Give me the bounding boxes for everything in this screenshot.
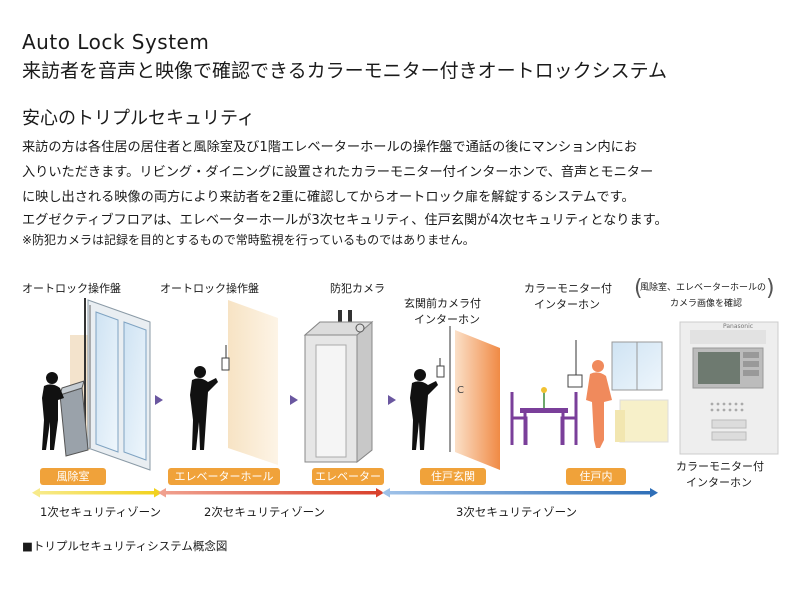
security-zone-1-line [32, 488, 162, 498]
living-room-scene [510, 340, 669, 448]
security-zone-1-label: 1次セキュリティゾーン [40, 505, 162, 519]
visitor-silhouette-3 [410, 369, 438, 450]
camera-note: ※防犯カメラは記録を目的とするもので常時監視を行っているものではありません。 [22, 233, 475, 247]
elevator-scene [303, 310, 374, 464]
flow-arrow-1 [155, 395, 163, 405]
description-line-3: に映し出される映像の両方により来訪者を2重に確認してからオートロック扉を解錠する… [22, 190, 635, 205]
unit-entrance-scene: C [410, 326, 500, 470]
bubble-line-2: カメラ画像を確認 [670, 299, 743, 309]
elevator-hall-scene [190, 300, 278, 465]
security-camera-icon [355, 323, 365, 333]
description-line-2: 入りいただきます。リビング・ダイニングに設置されたカラーモニター付インターホンで… [22, 165, 654, 180]
zone-tag-unit-interior: 住戸内 [566, 468, 626, 485]
security-zone-3-label: 3次セキュリティゾーン [456, 505, 578, 519]
label-door-camera-2: インターホン [414, 313, 480, 326]
zone-tag-elevator: エレベーター [312, 468, 384, 485]
bubble-bracket-right: ) [766, 276, 775, 301]
device-brand: Panasonic [723, 323, 754, 330]
room-monitor-icon [567, 374, 583, 388]
zone-tag-vestibule: 風除室 [40, 468, 106, 485]
zone-tag-unit-entrance: 住戸玄関 [420, 468, 486, 485]
svg-text:C: C [457, 385, 464, 396]
label-security-camera: 防犯カメラ [330, 282, 385, 295]
label-door-camera-1: 玄関前カメラ付 [404, 297, 481, 310]
intercom-device-image [679, 321, 779, 455]
description-line-1: 来訪の方は各住居の居住者と風除室及び1階エレベーターホールの操作盤で通話の後にマ… [22, 140, 638, 155]
entrance-scene [42, 298, 151, 471]
diagram-caption: ■トリプルセキュリティシステム概念図 [22, 539, 228, 553]
visitor-silhouette-1 [42, 372, 64, 450]
device-caption-2: インターホン [686, 476, 752, 489]
security-zone-3-line [382, 488, 658, 498]
label-monitor-1: カラーモニター付 [524, 282, 612, 295]
bubble-bracket-left: ( [634, 276, 643, 301]
label-monitor-2: インターホン [534, 298, 600, 311]
title-japanese: 来訪者を音声と映像で確認できるカラーモニター付きオートロックシステム [22, 60, 668, 82]
bubble-line-1: 風除室、エレベーターホールの [640, 283, 767, 293]
door-camera-intercom-icon [436, 365, 445, 378]
resident-silhouette [586, 360, 612, 448]
section-subtitle: 安心のトリプルセキュリティ [22, 108, 255, 129]
title-english: Auto Lock System [22, 30, 210, 54]
flow-arrow-2 [290, 395, 298, 405]
security-zone-2-line [158, 488, 384, 498]
visitor-silhouette-2 [190, 366, 218, 450]
flow-arrow-3 [388, 395, 396, 405]
security-zone-2-label: 2次セキュリティゾーン [204, 505, 326, 519]
device-caption-1: カラーモニター付 [676, 460, 764, 473]
description-line-4: エグゼクティブフロアは、エレベーターホールが3次セキュリティ、住戸玄関が4次セキ… [22, 213, 668, 228]
label-control-panel-2: オートロック操作盤 [160, 282, 259, 295]
label-control-panel-1: オートロック操作盤 [22, 282, 121, 295]
zone-tag-elevator-hall: エレベーターホール [168, 468, 280, 485]
